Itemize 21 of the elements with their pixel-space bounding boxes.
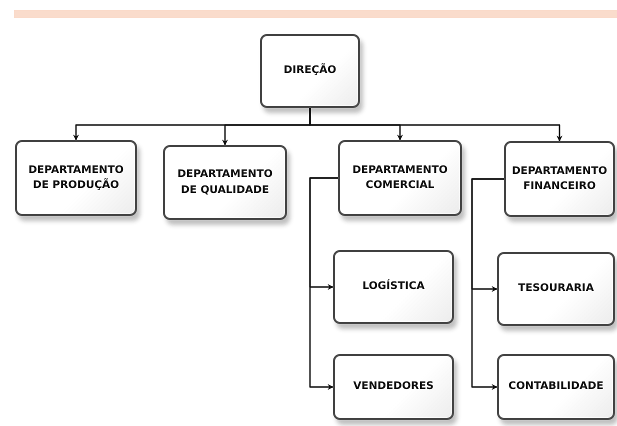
org-box xyxy=(338,140,462,216)
box-label: DEPARTAMENTO DE QUALIDADE xyxy=(176,167,274,198)
box-label: DEPARTAMENTO COMERCIAL xyxy=(351,162,449,193)
connector-arrow xyxy=(471,178,504,390)
box-label: VENDEDORES xyxy=(352,379,435,394)
org-box xyxy=(15,140,137,216)
box-label: DIREÇÃO xyxy=(282,63,338,78)
box-label: LOGÍSTICA xyxy=(361,279,426,294)
org-box xyxy=(163,145,287,220)
box-label: DEPARTAMENTO FINANCEIRO xyxy=(510,164,608,194)
org-box xyxy=(333,250,454,324)
org-box xyxy=(260,34,360,108)
connector-arrow xyxy=(309,177,338,390)
connector-arrow xyxy=(309,108,562,142)
org-box xyxy=(504,141,615,217)
box-label: CONTABILIDADE xyxy=(507,379,605,394)
org-box xyxy=(497,252,615,326)
org-box xyxy=(497,354,615,420)
box-label: TESOURARIA xyxy=(517,281,595,296)
org-box xyxy=(333,354,454,420)
box-label: DEPARTAMENTO DE PRODUÇÃO xyxy=(27,162,125,193)
